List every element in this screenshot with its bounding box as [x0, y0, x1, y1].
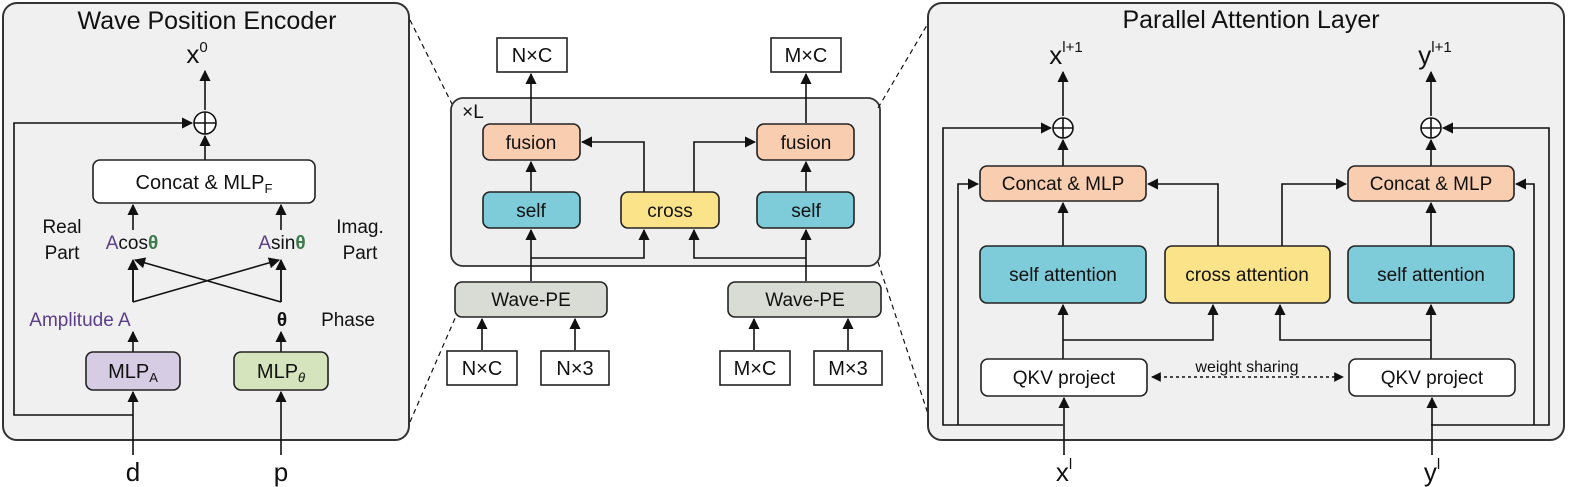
input-p: p — [274, 457, 288, 487]
input-x-l: xl — [1056, 456, 1072, 487]
input-nc: N×C — [462, 358, 503, 380]
output-mc-box — [770, 37, 842, 73]
self-label-right: self — [791, 201, 821, 222]
self-attention-label-right: self attention — [1377, 265, 1485, 286]
self-box-right — [756, 191, 855, 229]
input-m3-box — [813, 350, 883, 386]
fusion-box-right — [756, 123, 855, 161]
input-nc-box — [446, 350, 518, 386]
panel-title: Wave Position Encoder — [78, 7, 337, 35]
output-nc-box — [496, 37, 568, 73]
wave-position-encoder-panel: Wave Position Encoder x0 Concat & MLPF R… — [2, 2, 410, 455]
wave-pe-box-right — [727, 281, 882, 318]
qkv-project-box-right — [1348, 358, 1516, 397]
concat-mlp-label-left: Concat & MLP — [1002, 174, 1125, 195]
self-attention-box-left — [979, 245, 1147, 304]
overall-architecture: N×C M×C ×L fusion fusion self self cross — [446, 37, 883, 386]
mlp-a-label: MLPA — [108, 361, 158, 385]
self-label-left: self — [516, 201, 546, 222]
input-n3-box — [540, 350, 610, 386]
panel-title-right: Parallel Attention Layer — [1122, 6, 1379, 34]
weight-sharing-label: weight sharing — [1194, 359, 1298, 376]
input-m3: M×3 — [828, 358, 867, 380]
mlp-theta-box — [233, 351, 329, 391]
qkv-project-box-left — [980, 358, 1148, 397]
wave-pe-box-left — [454, 281, 608, 318]
input-d: d — [126, 457, 140, 487]
concat-mlp-box-right — [1347, 165, 1515, 202]
concat-mlp-f-box — [92, 159, 316, 204]
fusion-label-left: fusion — [506, 133, 557, 154]
add-operator-icon — [193, 111, 217, 135]
concat-mlp-f-label: Concat & MLPF — [136, 172, 273, 196]
imag-part-label-2: Part — [343, 243, 379, 264]
output-mc: M×C — [785, 45, 828, 67]
cross-box — [620, 191, 720, 229]
qkv-project-label-right: QKV project — [1381, 368, 1484, 389]
real-part-label-2: Part — [45, 243, 81, 264]
wave-pe-label-right: Wave-PE — [765, 290, 845, 311]
parallel-attention-panel: Parallel Attention Layer xl+1 yl+1 Conca… — [927, 2, 1565, 455]
add-operator-icon-right — [1420, 117, 1442, 139]
cross-attention-label: cross attention — [1185, 265, 1309, 286]
wave-pe-label-left: Wave-PE — [491, 290, 571, 311]
mlp-theta-label: MLPθ — [257, 361, 305, 385]
amplitude-label: Amplitude A — [29, 310, 131, 331]
asin-theta-label: Asinθ — [258, 233, 305, 254]
self-attention-box-right — [1347, 245, 1515, 304]
concat-mlp-label-right: Concat & MLP — [1370, 174, 1493, 195]
acos-theta-label: Acosθ — [106, 233, 159, 254]
output-x-l1: xl+1 — [1049, 39, 1082, 70]
input-n3: N×3 — [556, 358, 593, 380]
imag-part-label-1: Imag. — [336, 217, 384, 238]
output-x0: x0 — [186, 39, 207, 69]
output-nc: N×C — [512, 45, 553, 67]
fusion-label-right: fusion — [781, 133, 832, 154]
input-mc: M×C — [734, 358, 777, 380]
qkv-project-label-left: QKV project — [1013, 368, 1116, 389]
phase-label: Phase — [321, 310, 375, 331]
theta-label: θ — [277, 310, 287, 331]
real-part-label-1: Real — [42, 217, 81, 238]
input-y-l: yl — [1424, 456, 1440, 487]
repeat-label: ×L — [462, 102, 484, 123]
self-attention-label-left: self attention — [1009, 265, 1117, 286]
cross-label: cross — [647, 201, 692, 222]
output-y-l1: yl+1 — [1418, 39, 1451, 70]
fusion-box-left — [482, 123, 581, 161]
add-operator-icon-left — [1052, 117, 1074, 139]
self-box-left — [482, 191, 581, 229]
concat-mlp-box-left — [979, 165, 1147, 202]
cross-attention-box — [1164, 245, 1331, 304]
input-mc-box — [719, 350, 791, 386]
mlp-a-box — [85, 351, 181, 391]
